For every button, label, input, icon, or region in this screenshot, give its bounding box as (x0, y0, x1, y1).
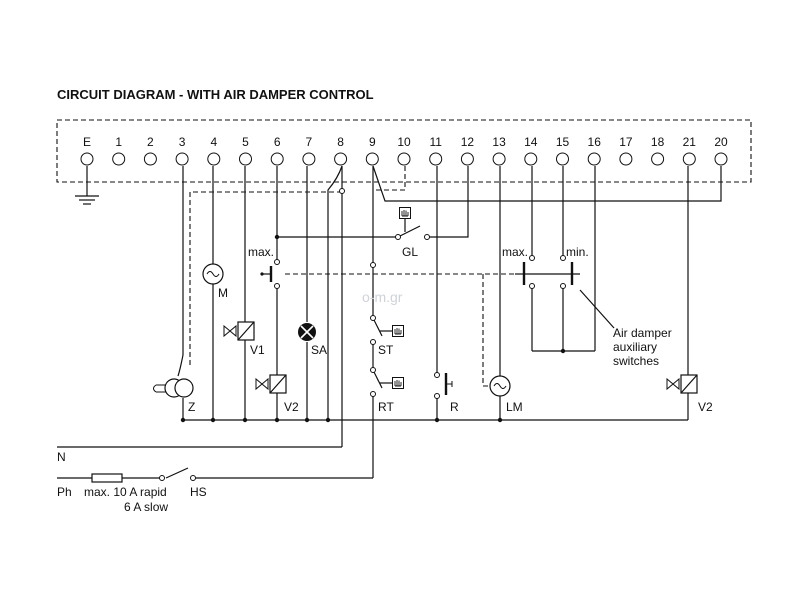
terminal-screw (207, 152, 221, 166)
switch-rt-symbol (370, 367, 404, 397)
terminal-strip (56, 119, 752, 183)
terminal-screw (619, 152, 633, 166)
label-fuse-line-2: 6 A slow (124, 500, 168, 514)
label-rt: RT (378, 400, 394, 414)
label-phase: Ph (57, 485, 72, 499)
diagram-title: CIRCUIT DIAGRAM - WITH AIR DAMPER CONTRO… (57, 87, 374, 102)
terminal-label: 4 (210, 135, 217, 149)
label-max-left: max. (248, 245, 274, 259)
terminal-label: 11 (429, 135, 442, 149)
indicator-sa-symbol (298, 323, 316, 341)
terminal-screw (492, 152, 506, 166)
terminal-label: E (83, 135, 91, 149)
terminal-screw (80, 152, 94, 166)
valve-v2-left-symbol (255, 374, 287, 394)
switch-st-symbol (370, 315, 404, 345)
terminal-9-junction (370, 262, 376, 268)
terminal-label: 8 (337, 135, 344, 149)
terminal-screw (587, 152, 601, 166)
motor-symbol (202, 263, 224, 285)
terminal-screw (302, 152, 316, 166)
terminal-screw (682, 152, 696, 166)
terminal-label: 17 (619, 135, 633, 149)
valve-v1-symbol (223, 321, 255, 341)
terminal-label: 10 (397, 135, 411, 149)
terminal-screw (429, 152, 443, 166)
label-st: ST (378, 343, 394, 357)
terminal-label: 7 (306, 135, 313, 149)
wiring (57, 165, 722, 483)
label-min: min. (566, 245, 589, 259)
terminal-screw (143, 152, 157, 166)
valve-v2-right-symbol (666, 374, 698, 394)
terminal-label: 1 (115, 135, 122, 149)
label-m: M (218, 286, 228, 300)
annotation-line-2: auxiliary (613, 340, 657, 354)
terminal-screw (239, 152, 252, 166)
terminal-screw (524, 152, 538, 166)
label-fuse-line-1: max. 10 A rapid (84, 485, 167, 499)
terminal-label: 2 (147, 135, 154, 149)
terminal-label: 14 (524, 135, 538, 149)
changeover-contact-left (260, 259, 280, 289)
terminal-screw (365, 152, 379, 166)
label-z: Z (188, 400, 195, 414)
terminal-label: 21 (683, 135, 697, 149)
annotation-line-3: switches (613, 354, 659, 368)
terminal-screw (714, 152, 728, 166)
contact-r-symbol (434, 372, 453, 399)
changeover-contact-max (515, 255, 535, 289)
annotation-line-1: Air damper (613, 326, 672, 340)
label-r: R (450, 400, 459, 414)
label-main-switch: HS (190, 485, 207, 499)
label-v2-left: V2 (284, 400, 299, 414)
hs-contact-b (190, 475, 196, 481)
terminal-8-junction (339, 188, 345, 194)
terminal-label: 20 (714, 135, 728, 149)
terminal-screw (270, 152, 284, 166)
terminal-label: 16 (588, 135, 602, 149)
terminal-screw (460, 152, 474, 166)
terminal-label: 15 (556, 135, 570, 149)
label-lm: LM (506, 400, 523, 414)
label-neutral: N (57, 450, 66, 464)
watermark: o-m.gr (362, 289, 403, 305)
switch-gl-symbol (395, 207, 430, 240)
terminal-label: 9 (369, 135, 376, 149)
terminal-label: 6 (274, 135, 281, 149)
terminal-label: 18 (651, 135, 665, 149)
label-v1: V1 (250, 343, 265, 357)
label-max-right: max. (502, 245, 528, 259)
hs-contact-a (159, 475, 165, 481)
terminal-screw (651, 152, 665, 166)
terminal-label: 13 (492, 135, 506, 149)
terminal-label: 5 (242, 135, 249, 149)
terminal-screw (175, 152, 189, 166)
air-damper-motor-symbol (489, 375, 511, 397)
terminal-screw (334, 152, 348, 166)
terminal-screw (112, 152, 126, 166)
label-gl: GL (402, 245, 418, 259)
terminal-label: 3 (179, 135, 186, 149)
terminal-screw (556, 152, 569, 166)
label-v2-right: V2 (698, 400, 713, 414)
terminal-label: 12 (461, 135, 475, 149)
ignition-transformer-symbol (153, 378, 194, 398)
changeover-contact-min (524, 255, 580, 289)
label-sa: SA (311, 343, 327, 357)
terminal-screw (397, 152, 411, 166)
earth-icon (75, 166, 99, 205)
